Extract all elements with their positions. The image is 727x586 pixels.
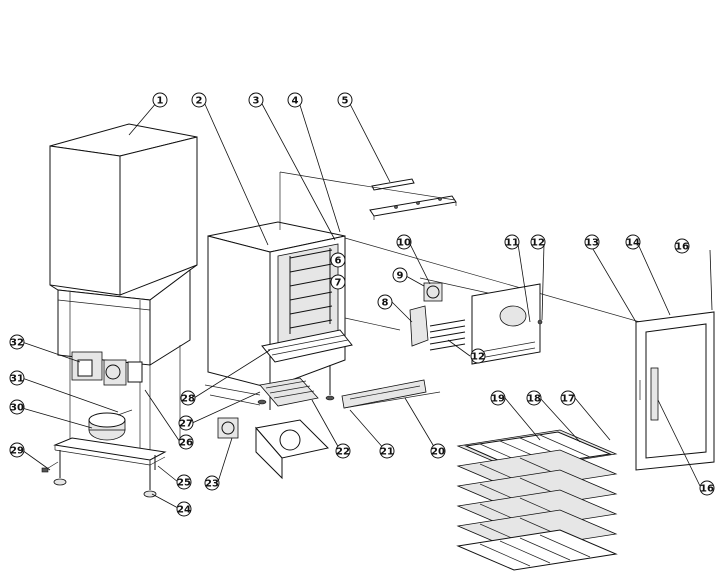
- svg-text:29: 29: [10, 446, 24, 457]
- callout-20: 20: [430, 443, 446, 459]
- svg-text:12: 12: [471, 352, 485, 363]
- svg-text:17: 17: [561, 394, 575, 405]
- svg-text:30: 30: [10, 403, 24, 414]
- kick-strip: [341, 379, 441, 409]
- callout-6: 6: [330, 252, 346, 268]
- callout-7: 7: [330, 274, 346, 290]
- interior-rails: [289, 248, 333, 334]
- callout-21: 21: [379, 443, 395, 459]
- callouts: 1 2 3 4 5 6 7 8 9 10 11 12 12 13 14 16 1…: [9, 92, 715, 517]
- main-cabinet: [207, 221, 353, 410]
- svg-text:24: 24: [177, 505, 191, 516]
- callout-32: 32: [9, 334, 25, 350]
- callout-12-top: 12: [530, 234, 546, 250]
- svg-text:1: 1: [157, 96, 164, 107]
- callout-9: 9: [392, 267, 408, 283]
- glass-door: [635, 311, 715, 471]
- callout-5: 5: [337, 92, 353, 108]
- evaporator-assembly: [409, 282, 543, 365]
- callout-30: 30: [9, 399, 25, 415]
- svg-text:2: 2: [196, 96, 203, 107]
- callout-24: 24: [176, 501, 192, 517]
- callout-12-bottom: 12: [470, 348, 486, 364]
- callout-11: 11: [504, 234, 520, 250]
- callout-1: 1: [152, 92, 168, 108]
- svg-text:28: 28: [181, 394, 195, 405]
- leader-lines: [21, 101, 713, 509]
- svg-text:31: 31: [10, 374, 24, 385]
- compressor: [88, 409, 133, 441]
- svg-text:21: 21: [380, 447, 394, 458]
- callout-16-bottom: 16: [699, 480, 715, 496]
- svg-text:4: 4: [292, 96, 299, 107]
- base-plate: [53, 437, 167, 466]
- svg-text:13: 13: [585, 238, 599, 249]
- svg-text:32: 32: [10, 338, 24, 349]
- callout-2: 2: [191, 92, 207, 108]
- svg-text:11: 11: [505, 238, 519, 249]
- callout-26: 26: [178, 434, 194, 450]
- svg-text:6: 6: [335, 256, 342, 267]
- condenser-unit: [71, 351, 143, 386]
- svg-text:7: 7: [335, 278, 342, 289]
- callout-27: 27: [178, 415, 194, 431]
- callout-14: 14: [625, 234, 641, 250]
- svg-text:23: 23: [205, 479, 219, 490]
- svg-text:5: 5: [342, 96, 349, 107]
- callout-18: 18: [526, 390, 542, 406]
- top-cabinet: [49, 123, 198, 301]
- svg-text:18: 18: [527, 394, 541, 405]
- callout-10: 10: [396, 234, 412, 250]
- coil: [429, 319, 466, 351]
- callout-19: 19: [490, 390, 506, 406]
- callout-17: 17: [560, 390, 576, 406]
- svg-text:22: 22: [336, 447, 350, 458]
- feet: [41, 450, 157, 498]
- svg-text:12: 12: [531, 238, 545, 249]
- shelf-6: [456, 529, 618, 571]
- callout-23: 23: [204, 475, 220, 491]
- callout-22: 22: [335, 443, 351, 459]
- svg-text:9: 9: [397, 271, 404, 282]
- svg-text:19: 19: [491, 394, 505, 405]
- top-brackets: [369, 178, 457, 220]
- callout-3: 3: [248, 92, 264, 108]
- svg-text:16: 16: [675, 242, 689, 253]
- svg-text:26: 26: [179, 438, 193, 449]
- svg-text:16: 16: [700, 484, 714, 495]
- svg-text:20: 20: [431, 447, 445, 458]
- svg-text:27: 27: [179, 419, 193, 430]
- svg-text:8: 8: [382, 298, 389, 309]
- callout-29: 29: [9, 442, 25, 458]
- bottom-cooling: [204, 377, 330, 480]
- svg-text:25: 25: [177, 478, 191, 489]
- callout-31: 31: [9, 370, 25, 386]
- svg-text:3: 3: [253, 96, 260, 107]
- callout-4: 4: [287, 92, 303, 108]
- callout-16-top: 16: [674, 238, 690, 254]
- callout-13: 13: [584, 234, 600, 250]
- callout-25: 25: [176, 474, 192, 490]
- svg-text:14: 14: [626, 238, 640, 249]
- wire-shelves: [456, 429, 618, 571]
- callout-28: 28: [180, 390, 196, 406]
- svg-text:10: 10: [397, 238, 411, 249]
- callout-8: 8: [377, 294, 393, 310]
